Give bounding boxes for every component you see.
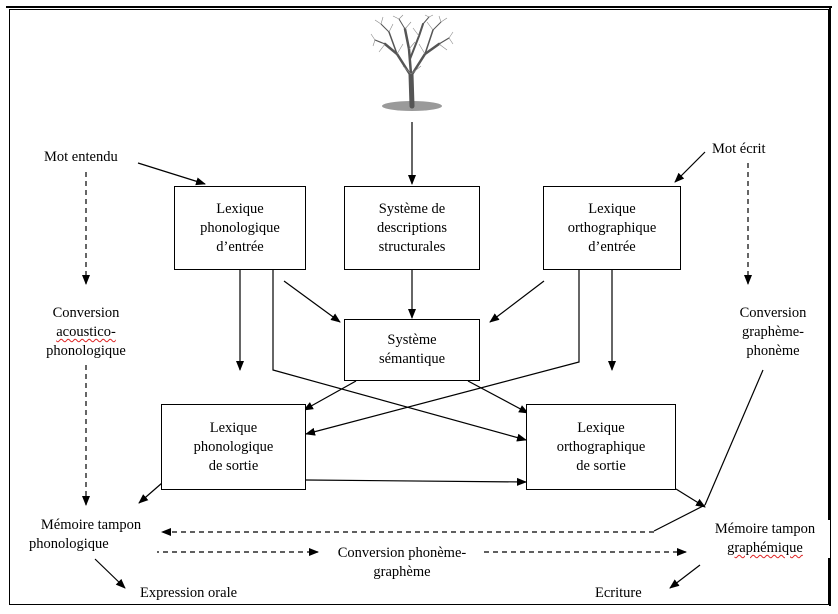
box-lexique-phonologique-sortie: Lexique phonologique de sortie (161, 404, 306, 490)
label-memoire-phono-line1: Mémoire tampon (40, 517, 142, 533)
tree-icon (370, 14, 454, 111)
label-expression-orale: Expression orale (140, 584, 238, 603)
arrow-semantique-to-lex-phon-sortie (303, 380, 357, 411)
label-memoire-graph-line2: graphémique (727, 540, 803, 556)
box-lexique-phonologique-entree: Lexique phonologique d’entrée (174, 186, 306, 270)
label-mot-ecrit: Mot écrit (712, 140, 766, 159)
label-memoire-phono-line2: phonologique (29, 536, 109, 552)
label-conversion-acoustico-line2: acoustico- (56, 324, 116, 340)
box-lexique-orthographique-sortie: Lexique orthographique de sortie (526, 404, 676, 490)
label-conversion-acoustico-line3: phonologique (46, 343, 126, 359)
box-systeme-descriptions: Système de descriptions structurales (344, 186, 480, 270)
arrow-memoire-graph-to-ecriture (669, 564, 701, 589)
line-buffer-corner (653, 504, 706, 532)
label-memoire-tampon-phonologique: Mémoire tampon phonologique (25, 516, 157, 554)
label-mot-entendu: Mot entendu (44, 148, 118, 167)
frame-border-right (829, 6, 831, 606)
box-systeme-semantique: Système sémantique (344, 319, 480, 381)
label-conversion-phoneme-grapheme: Conversion phonème- graphème (320, 544, 484, 582)
diagram-frame (9, 9, 829, 605)
label-conversion-acoustico-line1: Conversion (52, 305, 120, 321)
arrow-lex-phon-entree-to-lex-orth-sortie (272, 270, 527, 442)
arrow-lex-phon-sortie-to-memoire-phono (138, 482, 163, 504)
arrow-lex-orth-entree-to-lex-phon-sortie (305, 270, 580, 436)
arrow-semantique-to-lex-orth-sortie (467, 380, 529, 414)
box-lexique-orthographique-entree: Lexique orthographique d’entrée (543, 186, 681, 270)
label-memoire-tampon-graphemique: Mémoire tampon graphémique (700, 520, 830, 558)
label-memoire-graph-line1: Mémoire tampon (714, 521, 816, 537)
line-conversion-grapheme-to-buffer (704, 369, 764, 506)
arrow-mot-ecrit-to-lex-orth (674, 151, 706, 183)
label-conversion-grapheme-phoneme: Conversion graphème- phonème (733, 304, 813, 361)
label-conversion-acoustico: Conversion acoustico- phonologique (36, 304, 136, 361)
frame-border-top (6, 6, 832, 8)
arrow-mot-entendu-to-lex-phon (137, 162, 206, 186)
arrow-lex-phon-sortie-to-lex-orth-sortie (305, 477, 527, 486)
arrow-lex-orth-to-semantique (489, 280, 545, 323)
label-ecriture: Ecriture (595, 584, 642, 603)
arrow-lex-phon-to-semantique (283, 280, 341, 323)
arrow-memoire-phono-to-expression (94, 558, 126, 589)
arrow-lex-orth-sortie-to-memoire-graph (675, 488, 706, 508)
